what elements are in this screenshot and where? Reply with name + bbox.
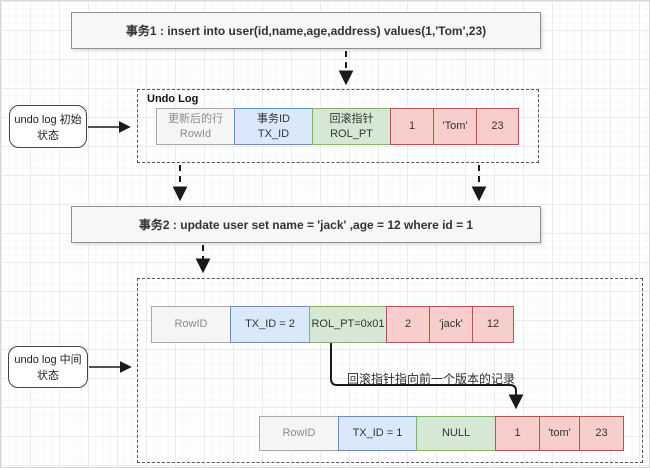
cell-rowid: RowID <box>259 416 339 451</box>
cell-value-id: 2 <box>386 306 430 343</box>
rollback-pointer-note: 回滚指针指向前一个版本的记录 <box>347 372 516 386</box>
undo-log-container: Undo Log <box>137 89 539 163</box>
transaction2-box: 事务2 : update user set name = 'jack' ,age… <box>71 206 541 243</box>
cell-rollback-pointer: NULL <box>416 416 496 451</box>
transaction2-label: 事务2 : update user set name = 'jack' ,age… <box>138 218 474 232</box>
cell-value-age: 23 <box>579 416 624 451</box>
cell-txid: TX_ID = 1 <box>338 416 417 451</box>
cell-rowid: RowID <box>151 306 231 343</box>
middle-state-container <box>137 278 643 463</box>
cell-value-name: 'Tom' <box>433 108 477 145</box>
transaction1-box: 事务1 : insert into user(id,name,age,addre… <box>71 12 541 49</box>
cell-value-id: 1 <box>495 416 540 451</box>
current-version-row: RowID TX_ID = 2 ROL_PT=0x01 2 'jack' 12 <box>151 306 514 343</box>
transaction1-label: 事务1 : insert into user(id,name,age,addre… <box>125 24 487 38</box>
cell-value-age: 23 <box>476 108 519 145</box>
initial-state-label: undo log 初始状态 <box>9 105 87 148</box>
previous-version-row: RowID TX_ID = 1 NULL 1 'tom' 23 <box>259 416 624 451</box>
cell-rollback-pointer: ROL_PT=0x01 <box>309 306 387 343</box>
cell-value-name: 'jack' <box>429 306 473 343</box>
middle-state-label: undo log 中间状态 <box>8 346 88 388</box>
cell-txid: TX_ID = 2 <box>230 306 310 343</box>
cell-value-id: 1 <box>390 108 434 145</box>
cell-value-name: 'tom' <box>539 416 580 451</box>
cell-value-age: 12 <box>472 306 514 343</box>
undo-log-title: Undo Log <box>147 93 199 105</box>
